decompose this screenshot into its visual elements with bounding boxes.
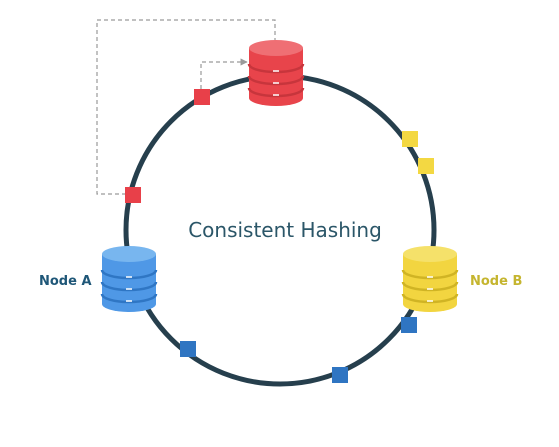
short-dashed-arrow: [200, 58, 248, 89]
database-body: [249, 48, 303, 106]
database-indicator: [126, 300, 132, 302]
database-indicator: [273, 70, 279, 72]
database-body: [102, 254, 156, 312]
database-indicator: [427, 300, 433, 302]
database-indicator: [427, 276, 433, 278]
database-indicator: [126, 288, 132, 290]
database-indicator: [273, 82, 279, 84]
blue-key-marker: [180, 341, 196, 357]
yellow-key-marker: [402, 131, 418, 147]
blue-key-marker: [401, 317, 417, 333]
database-top: [102, 246, 156, 262]
node-a-label: Node A: [39, 274, 92, 289]
database-indicator: [427, 288, 433, 290]
database-top: [249, 40, 303, 56]
node-b-label: Node B: [470, 274, 522, 289]
long-dashed-arrow: [96, 19, 279, 195]
red-key-marker: [194, 89, 210, 105]
database-indicator: [126, 276, 132, 278]
database-node-red: [247, 40, 305, 106]
database-node-a: [100, 246, 158, 312]
database-node-b: [401, 246, 459, 312]
database-top: [403, 246, 457, 262]
database-body: [403, 254, 457, 312]
yellow-key-marker: [418, 158, 434, 174]
red-key-marker: [125, 187, 141, 203]
blue-key-marker: [332, 367, 348, 383]
diagram-title: Consistent Hashing: [188, 218, 382, 242]
database-indicator: [273, 94, 279, 96]
